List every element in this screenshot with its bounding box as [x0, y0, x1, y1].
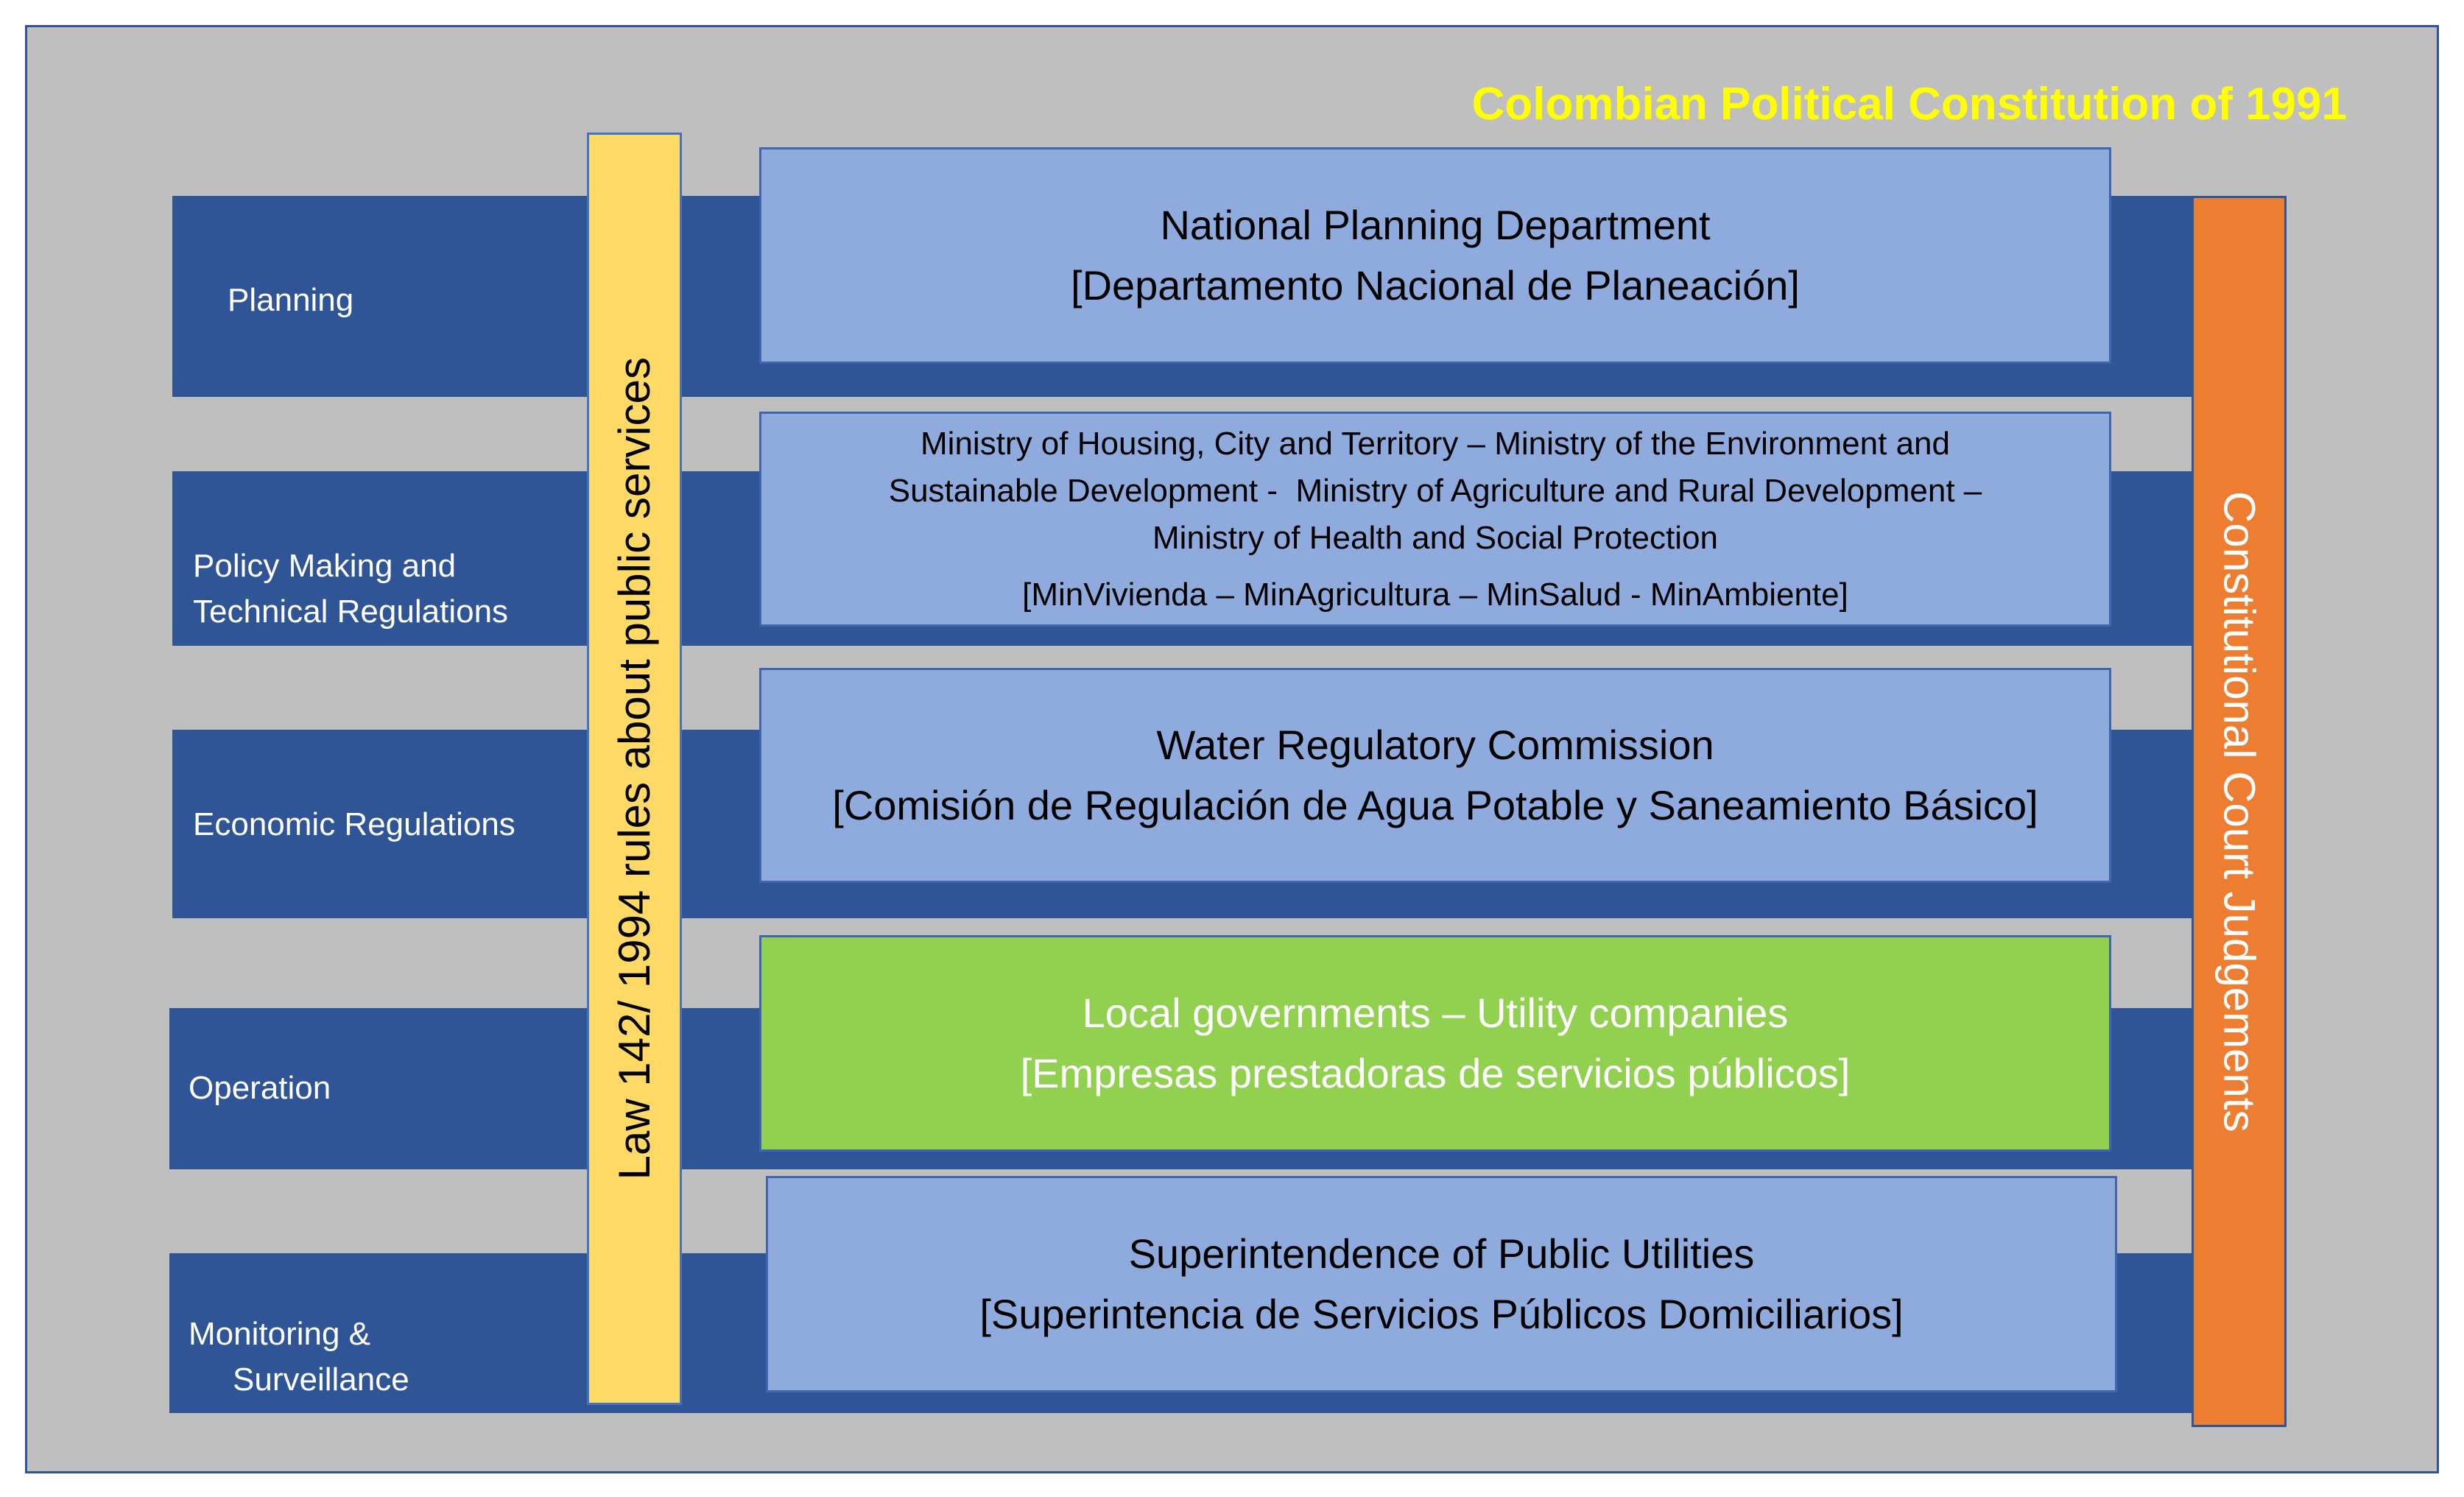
- row-label-line: Policy Making and: [193, 548, 457, 584]
- box-line: Ministry of Health and Social Protection: [1152, 519, 1718, 556]
- row-label-line: Surveillance: [233, 1362, 409, 1398]
- row-label-line: Economic Regulations: [193, 806, 515, 842]
- row-label-policy-making: Policy Making and Technical Regulations: [193, 543, 508, 635]
- box-line: Superintendence of Public Utilities: [1128, 1230, 1755, 1277]
- row-label-economic-regulations: Economic Regulations: [193, 802, 515, 848]
- law-bar-label: Law 142/ 1994 rules about public service…: [609, 357, 659, 1180]
- box-line: [Superintencia de Servicios Públicos Dom…: [979, 1291, 1904, 1337]
- box-line: National Planning Department: [1160, 202, 1711, 248]
- row-label-planning: Planning: [228, 278, 353, 323]
- box-line: [Comisión de Regulación de Agua Potable …: [832, 782, 2038, 828]
- court-bar-label: Constitutional Court Judgements: [2214, 490, 2264, 1133]
- box-superintendence-public-utilities: Superintendence of Public Utilities [Sup…: [766, 1176, 2117, 1392]
- box-ministries: Ministry of Housing, City and Territory …: [759, 412, 2111, 627]
- row-label-line: Monitoring &: [189, 1316, 371, 1352]
- constitutional-court-bar: Constitutional Court Judgements: [2192, 196, 2287, 1427]
- box-local-governments-utilities: Local governments – Utility companies [E…: [759, 935, 2111, 1152]
- row-label-line: Technical Regulations: [193, 593, 509, 630]
- box-national-planning-department: National Planning Department [Departamen…: [759, 147, 2111, 364]
- diagram-title: Colombian Political Constitution of 1991: [1471, 79, 2347, 130]
- box-line: Sustainable Development - Ministry of Ag…: [888, 472, 1982, 509]
- box-water-regulatory-commission: Water Regulatory Commission [Comisión de…: [759, 668, 2111, 883]
- law-142-1994-bar: Law 142/ 1994 rules about public service…: [587, 133, 682, 1405]
- row-label-monitoring: Monitoring & Surveillance: [189, 1311, 409, 1403]
- box-line: [Departamento Nacional de Planeación]: [1071, 262, 1800, 309]
- box-line: [Empresas prestadoras de servicios públi…: [1020, 1050, 1851, 1096]
- row-label-line: Planning: [228, 282, 354, 318]
- box-line: Water Regulatory Commission: [1156, 722, 1714, 768]
- box-line: Ministry of Housing, City and Territory …: [921, 425, 1950, 462]
- box-line: [MinVivienda – MinAgricultura – MinSalud…: [1022, 576, 1848, 613]
- row-label-line: Operation: [189, 1070, 331, 1106]
- row-label-operation: Operation: [189, 1065, 331, 1111]
- box-line: Local governments – Utility companies: [1082, 990, 1789, 1036]
